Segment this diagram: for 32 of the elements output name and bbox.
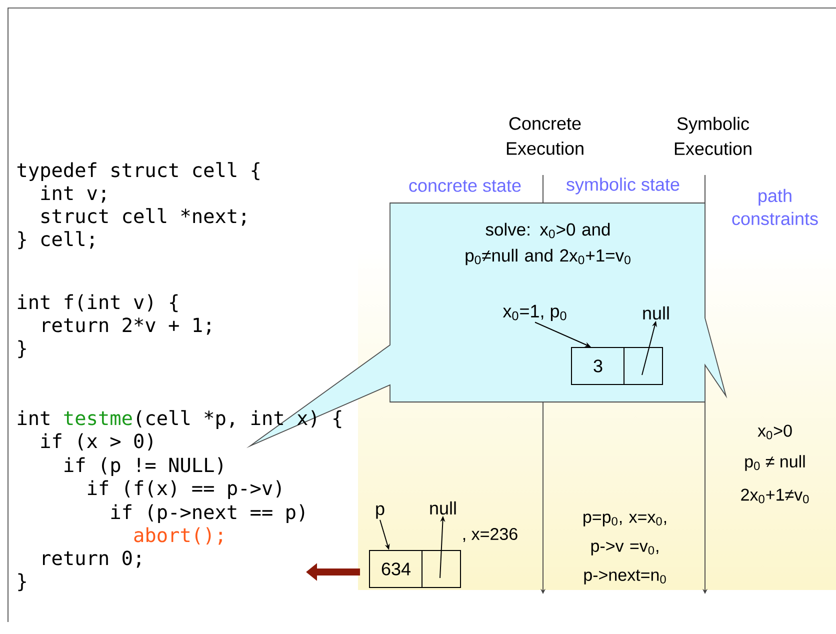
column-heading: Concrete Execution — [506, 117, 584, 155]
code-line: if (x > 0) — [41, 433, 152, 451]
column-subheading: concrete state — [409, 180, 521, 192]
code-line: if (p != NULL) — [64, 457, 222, 476]
path-constraint: 2x$_{0}$+1≠v$_{0}$ — [741, 488, 809, 504]
path-constraint: x$_{0}$>0 — [758, 424, 792, 440]
code-line: } — [18, 573, 26, 592]
code-line: int — [18, 410, 50, 425]
pointer-label: x$_{0}$=1, p$_{0}$ — [502, 304, 566, 322]
code-line: if (p->next == p) — [111, 504, 304, 524]
symbolic-state-text: p=p$_{0}$, x=x$_{0}$, p->v =v$_{0}$, p->next=n$_{0}$ — [584, 514, 666, 584]
pointer-label: p — [376, 505, 384, 519]
memory-cell: 3 — [571, 346, 663, 386]
code-line: struct cell *next; — [42, 208, 246, 226]
code-line: int v; — [41, 185, 106, 203]
column-subheading: symbolic state — [566, 178, 680, 194]
code-line: testme — [64, 411, 132, 426]
code-line: return 0; — [43, 550, 140, 568]
memory-cell: 634 — [369, 550, 461, 588]
variable-value: , x=236 — [463, 528, 518, 542]
pointer-label: null — [430, 501, 456, 515]
column-subheading: path constraints — [732, 188, 818, 226]
code-line: } cell; — [18, 231, 94, 250]
code-line: } — [18, 340, 26, 358]
column-heading: Symbolic Execution — [674, 116, 752, 156]
path-constraint: p$_{0}$ ≠ null — [745, 455, 805, 471]
code-line: typedef struct cell { — [17, 162, 260, 182]
code-line: return 2*v + 1; — [43, 318, 210, 335]
code-line: int f(int v) { — [18, 294, 178, 312]
code-line: abort(); — [134, 527, 222, 545]
pointer-label: null — [643, 306, 669, 320]
code-line: if (f(x) == p->v) — [88, 480, 281, 500]
